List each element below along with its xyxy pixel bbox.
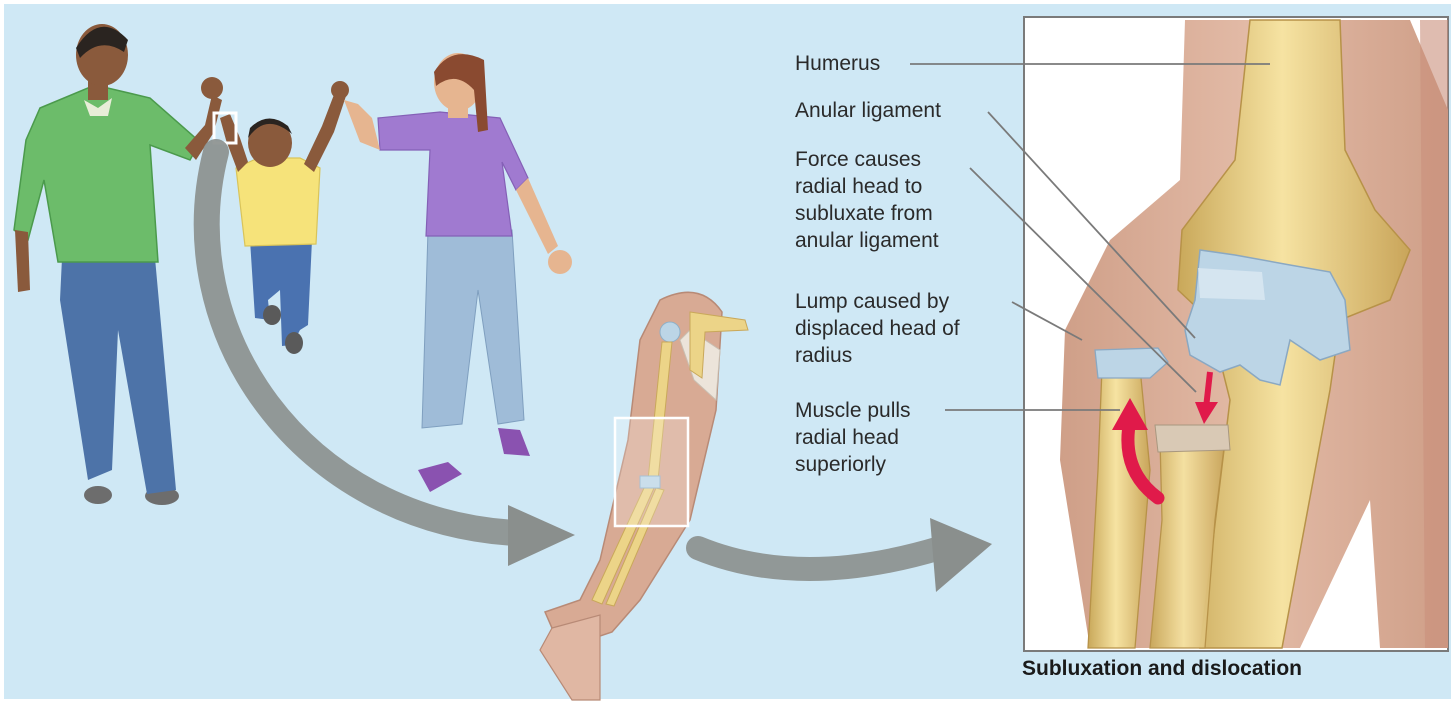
figure-caption: Subluxation and dislocation: [1022, 657, 1302, 681]
label-force: Force causes radial head to subluxate fr…: [795, 146, 939, 254]
detail-panel: [1024, 17, 1448, 651]
label-muscle: Muscle pulls radial head superiorly: [795, 397, 911, 478]
elbow-highlight: [615, 418, 688, 526]
label-lump: Lump caused by displaced head of radius: [795, 288, 960, 369]
label-humerus: Humerus: [795, 50, 880, 77]
label-anular-ligament: Anular ligament: [795, 97, 941, 124]
